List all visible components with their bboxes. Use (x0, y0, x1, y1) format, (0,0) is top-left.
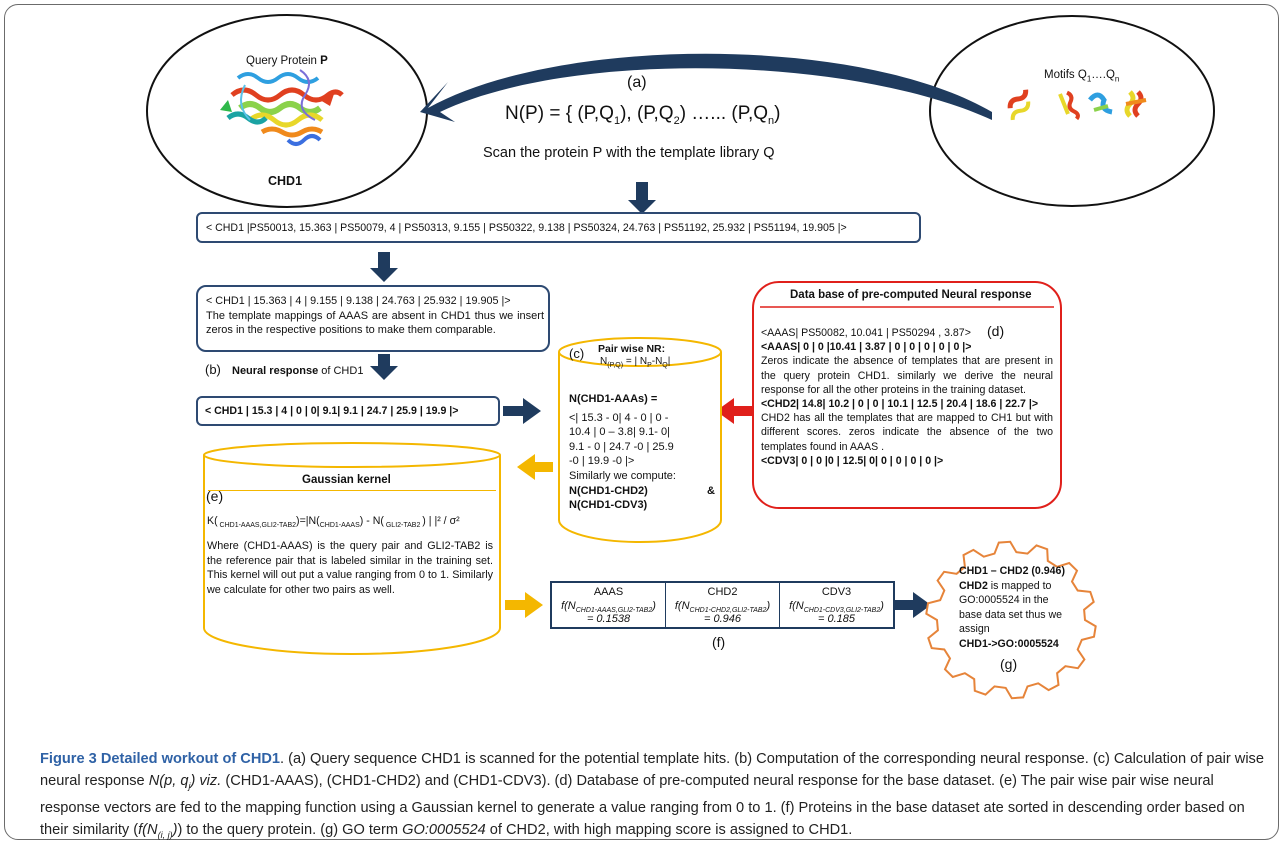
database-para1: Zeros indicate the absence of templates … (761, 355, 1053, 396)
left-arrow-pairwise-to-kernel (517, 454, 553, 480)
down-arrow-mapped (370, 252, 398, 282)
figure-caption: Figure 3 Detailed workout of CHD1. (a) Q… (40, 751, 1264, 840)
gear-line3: GO:0005524 in the (959, 594, 1049, 607)
table-cell-cdv3: CDV3 f(NCHD1-CDV3,GLI2-TAB2) = 0.185 (780, 583, 893, 627)
result-gear (925, 540, 1097, 700)
gear-line5: assign (959, 623, 990, 636)
right-arrow-table-to-gear (895, 592, 931, 618)
label-e: (e) (206, 488, 224, 504)
pairwise-n1: N(CHD1-AAAs) = (569, 393, 658, 405)
table-cell-aaas: AAAS f(NCHD1-AAAS,GLI2-TAB2) = 0.1538 (552, 583, 666, 627)
motifs-title: Motifs Q1….Qn (1044, 69, 1120, 84)
table-name: AAAS (593, 586, 624, 598)
database-body: <AAAS| PS50082, 10.041 | PS50294 , 3.87>… (761, 326, 1053, 468)
pairwise-line3: 9.1 - 0 | 24.7 -0 | 25.9 (569, 440, 674, 453)
database-title: Data base of pre-computed Neural respons… (790, 289, 1032, 301)
gear-line2: CHD2 is mapped to (959, 579, 1052, 592)
label-c: (c) (569, 346, 585, 361)
nr-vector-box: < CHD1 | 15.3 | 4 | 0 | 0| 9.1| 9.1 | 24… (196, 396, 500, 426)
scan-description: Scan the protein P with the template lib… (483, 145, 775, 161)
scan-curved-arrow (420, 53, 992, 122)
left-arrow-database-to-pairwise (716, 398, 752, 424)
kernel-title: Gaussian kernel (302, 474, 391, 486)
database-line1: <AAAS| PS50082, 10.041 | PS50294 , 3.87> (761, 327, 971, 339)
table-cell-chd2: CHD2 f(NCHD1-CHD2,GLI2-TAB2) = 0.946 (666, 583, 780, 627)
mapped-line: < CHD1 | 15.363 | 4 | 9.155 | 9.138 | 24… (206, 295, 511, 307)
figure-frame (4, 4, 1279, 840)
kernel-formula: K( CHD1-AAAS,GLI2-TAB2)=|N(CHD1-AAAS) - … (207, 515, 460, 530)
protein-structure-image (220, 69, 344, 146)
label-a: (a) (627, 74, 647, 91)
mapped-box: < CHD1 | 15.363 | 4 | 9.155 | 9.138 | 24… (196, 285, 550, 352)
pairwise-line1: <| 15.3 - 0| 4 - 0 | 0 - (569, 411, 669, 424)
pairwise-title: Pair wise NR: (598, 343, 666, 355)
table-function: f(NCHD1-CDV3,GLI2-TAB2) (789, 600, 884, 615)
scan-result-box: < CHD1 |PS50013, 15.363 | PS50079, 4 | P… (196, 212, 921, 243)
database-para2: CHD2 has all the templates that are mapp… (761, 412, 1053, 453)
table-name: CHD2 (707, 586, 738, 598)
caption-label: Figure 3 Detailed workout of CHD1 (40, 751, 281, 767)
gear-line4: base data set thus we (959, 608, 1063, 621)
pairwise-body: N(CHD1-AAAs) = <| 15.3 - 0| 4 - 0 | 0 - … (569, 392, 715, 513)
kernel-description: Where (CHD1-AAAS) is the query pair and … (207, 540, 493, 596)
scan-result-text: < CHD1 |PS50013, 15.363 | PS50079, 4 | P… (206, 222, 847, 234)
down-arrow-scan (628, 182, 656, 214)
mapped-note: The template mappings of AAAS are absent… (206, 310, 544, 337)
kernel-cylinder (203, 442, 501, 655)
database-line3: <CHD2| 14.8| 10.2 | 0 | 0 | 10.1 | 12.5 … (761, 398, 1039, 411)
np-formula: N(P) = { (P,Q1), (P,Q2) …... (P,Qn) (505, 103, 781, 127)
gear-text: CHD1 – CHD2 (0.946) CHD2 is mapped to GO… (959, 564, 1077, 652)
database-box (752, 281, 1062, 509)
database-line2: <AAAS| 0 | 0 |10.41 | 3.87 | 0 | 0 | 0 |… (761, 341, 972, 354)
pairwise-line2: 10.4 | 0 – 3.8| 9.1- 0| (569, 426, 670, 439)
table-function: f(NCHD1-CHD2,GLI2-TAB2) (674, 600, 771, 615)
nr-title: Neural response of CHD1 (232, 365, 364, 377)
motif-structures-image (1007, 89, 1147, 121)
nr-vector-text: < CHD1 | 15.3 | 4 | 0 | 0| 9.1| 9.1 | 24… (205, 405, 459, 417)
pairwise-line7: N(CHD1-CDV3) (569, 499, 648, 512)
label-d: (d) (987, 323, 1005, 339)
gear-line6: CHD1->GO:0005524 (959, 637, 1059, 650)
label-g: (g) (1000, 656, 1018, 672)
table-value: = 0.946 (703, 613, 741, 625)
gear-line1: CHD1 – CHD2 (0.946) (959, 565, 1065, 577)
similarity-table: AAAS f(NCHD1-AAAS,GLI2-TAB2) = 0.1538 CH… (550, 581, 895, 629)
pairwise-line5: Similarly we compute: (569, 469, 676, 482)
table-value: = 0.1538 (586, 613, 631, 625)
label-f: (f) (712, 634, 726, 650)
down-arrow-nr (370, 354, 398, 380)
table-name: CDV3 (821, 586, 852, 598)
query-protein-label: CHD1 (268, 174, 303, 188)
right-arrow-kernel-to-table (505, 592, 543, 618)
query-protein-title: Query Protein P (246, 55, 328, 67)
pairwise-cylinder (558, 337, 722, 543)
label-b: (b) (205, 362, 221, 377)
pairwise-formula: N(P,Q) = | NP-NQ| (600, 356, 671, 369)
right-arrow-nr-to-pairwise (503, 398, 541, 424)
table-value: = 0.185 (817, 613, 855, 625)
pairwise-line4: -0 | 19.9 -0 |> (569, 455, 635, 468)
kernel-divider (208, 490, 496, 491)
pairwise-line6: N(CHD1-CHD2)& (569, 484, 715, 497)
database-line4: <CDV3| 0 | 0 |0 | 12.5| 0| 0 | 0 | 0 | 0… (761, 454, 944, 467)
table-function: f(NCHD1-AAAS,GLI2-TAB2) (561, 600, 656, 615)
